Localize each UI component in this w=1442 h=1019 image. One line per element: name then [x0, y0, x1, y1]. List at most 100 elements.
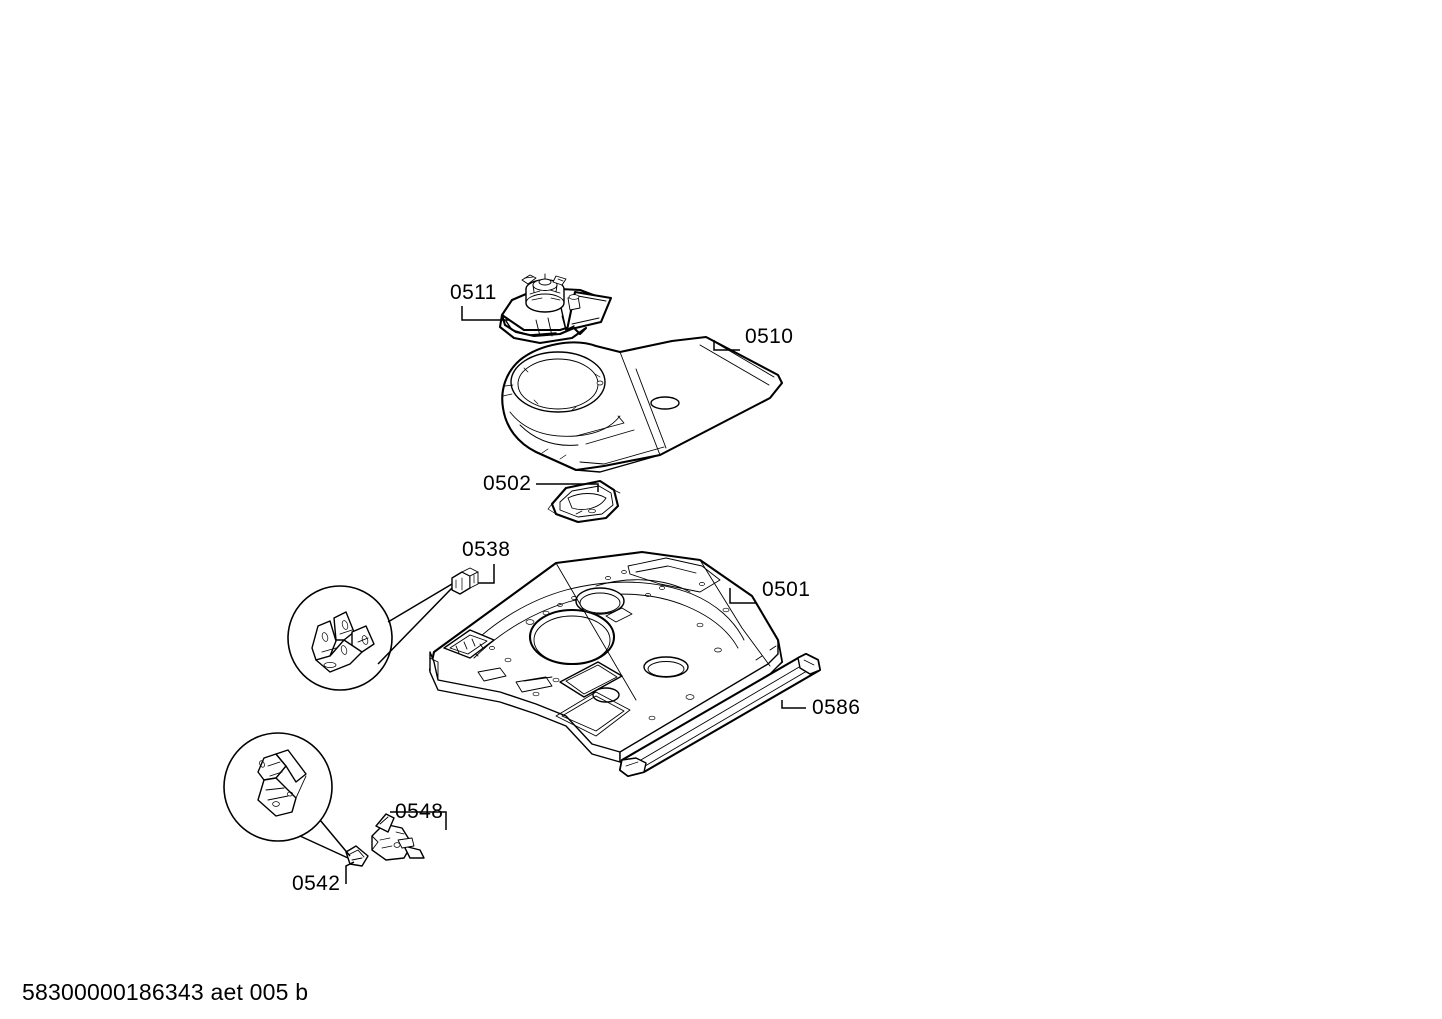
duct-bottom-tabs [541, 448, 567, 460]
switch-0548-contact [397, 837, 415, 849]
bracket-0502-nick [575, 510, 583, 515]
mag-0542-body [257, 777, 297, 817]
footer-document-code: 58300000186343 aet 005 b [22, 979, 308, 1005]
leader-0502 [536, 483, 599, 492]
base-plate-skirt-slot-1 [477, 667, 507, 682]
base-plate-mid-hole-inner [579, 592, 621, 614]
base-plate-front-tray-inner [561, 695, 625, 732]
label-0502: 0502 [483, 472, 531, 495]
callout-0538-magnified-art [311, 611, 375, 673]
label-0542: 0542 [292, 872, 340, 895]
leader-0548 [390, 811, 447, 830]
bracket-0502-inner [559, 485, 614, 518]
motor-connector-top [568, 294, 580, 300]
shroud-center-post [559, 302, 575, 331]
mag-0542-crimp-lines [267, 761, 283, 777]
callout-pointer-0538-b [377, 587, 453, 665]
callout-pointer-0542-a [319, 819, 351, 857]
part-0542-connector-terminal [345, 845, 369, 867]
duct-rim-tabs [523, 367, 601, 411]
switch-0548-detail-lines [379, 831, 405, 849]
duct-top-edge-a [705, 336, 775, 378]
base-plate-mounting-holes [489, 570, 730, 721]
motor-ear-right [552, 275, 567, 286]
base-plate-connector-pins [455, 638, 484, 654]
duct-top-edge-b [699, 344, 770, 386]
base-plate-left-corner [429, 657, 439, 681]
base-plate-crease-3 [699, 559, 771, 667]
trim-strip-end-left [619, 757, 647, 777]
trim-strip-line-2 [639, 667, 813, 770]
fan-shroud-skirt [498, 313, 588, 345]
leader-0538 [478, 564, 495, 584]
base-plate-square-emboss [605, 607, 633, 623]
label-0548: 0548 [395, 800, 443, 823]
duct-fan-opening-outer [510, 351, 606, 413]
duct-lower-flange-2 [579, 446, 665, 465]
part-0511-fan-motor-assembly [498, 273, 613, 345]
base-plate-oval-hole-inner [647, 661, 685, 677]
terminal-0542-line-b [351, 857, 363, 861]
part-0502-air-guide-bracket [547, 479, 621, 524]
part-0586-trim-strip [618, 652, 822, 778]
duct-valley-2 [519, 424, 579, 446]
mag-0538-leg-center [333, 611, 355, 641]
mag-0542-body-lines [265, 787, 289, 801]
bracket-0538-ribs [455, 574, 475, 591]
base-plate-crease-2 [641, 551, 701, 561]
motor-ear-lines [524, 276, 564, 282]
bracket-0502-scoop [567, 493, 607, 510]
switch-0548-terminal-tail [403, 845, 425, 859]
duct-fold-diagonal [619, 351, 661, 456]
fan-wing-crease-a [577, 295, 607, 302]
callout-0542-magnified-art [257, 749, 307, 817]
callout-detail-0542 [223, 732, 351, 859]
mag-0538-hole-3 [361, 635, 369, 645]
trim-strip-end-right [797, 653, 821, 675]
switch-0548-left-edge [371, 835, 379, 851]
duct-ridge-a [575, 415, 625, 437]
duct-oval-emboss [650, 396, 680, 410]
leader-0501 [729, 588, 756, 604]
switch-0548-plunger-line [379, 816, 389, 825]
label-0501: 0501 [762, 578, 810, 601]
base-plate-large-hole [528, 608, 616, 666]
shroud-rib-1 [547, 317, 553, 337]
duct-lower-flange [575, 454, 661, 473]
trim-strip-line-1 [633, 662, 807, 765]
base-plate-front-tray [555, 691, 631, 737]
terminal-0542-line-a [349, 849, 365, 858]
motor-detail-lines [532, 273, 558, 293]
mag-0538-fold-lines [321, 629, 369, 653]
part-0548-door-switch [371, 813, 425, 861]
shroud-skirt-edge [505, 320, 557, 336]
leader-0510 [713, 340, 740, 351]
base-plate-oval-hole [643, 656, 689, 678]
callout-pointer-0542-b [299, 835, 349, 859]
callout-detail-0538 [287, 583, 453, 691]
base-plate-large-hole-inner [533, 615, 611, 665]
base-plate-mid-hole [575, 587, 625, 615]
impeller-blade-hints [529, 289, 561, 301]
terminal-0542-body [345, 845, 369, 867]
mag-0538-base [315, 639, 363, 673]
base-plate-skirt-line [523, 676, 553, 682]
trim-strip-end-right-line [803, 659, 815, 666]
duct-left-tabs [502, 384, 514, 397]
leader-0586 [781, 700, 806, 709]
base-plate-rear-box-line [635, 565, 697, 574]
base-plate-small-hole [592, 687, 620, 703]
mag-0538-hole-1 [321, 632, 329, 642]
mag-0542-hole-b [272, 801, 280, 807]
label-0511: 0511 [450, 281, 497, 304]
switch-0548-plunger [375, 813, 395, 833]
base-plate-platform-edge [467, 581, 745, 649]
motor-body-bottom [525, 293, 565, 313]
mag-0542-hole-c [287, 791, 293, 797]
duct-hole-a [596, 380, 604, 386]
mag-0542-edge [295, 775, 307, 799]
base-plate-crease-1 [555, 562, 637, 701]
base-plate-rear-box [627, 557, 721, 593]
label-0586: 0586 [812, 696, 860, 719]
